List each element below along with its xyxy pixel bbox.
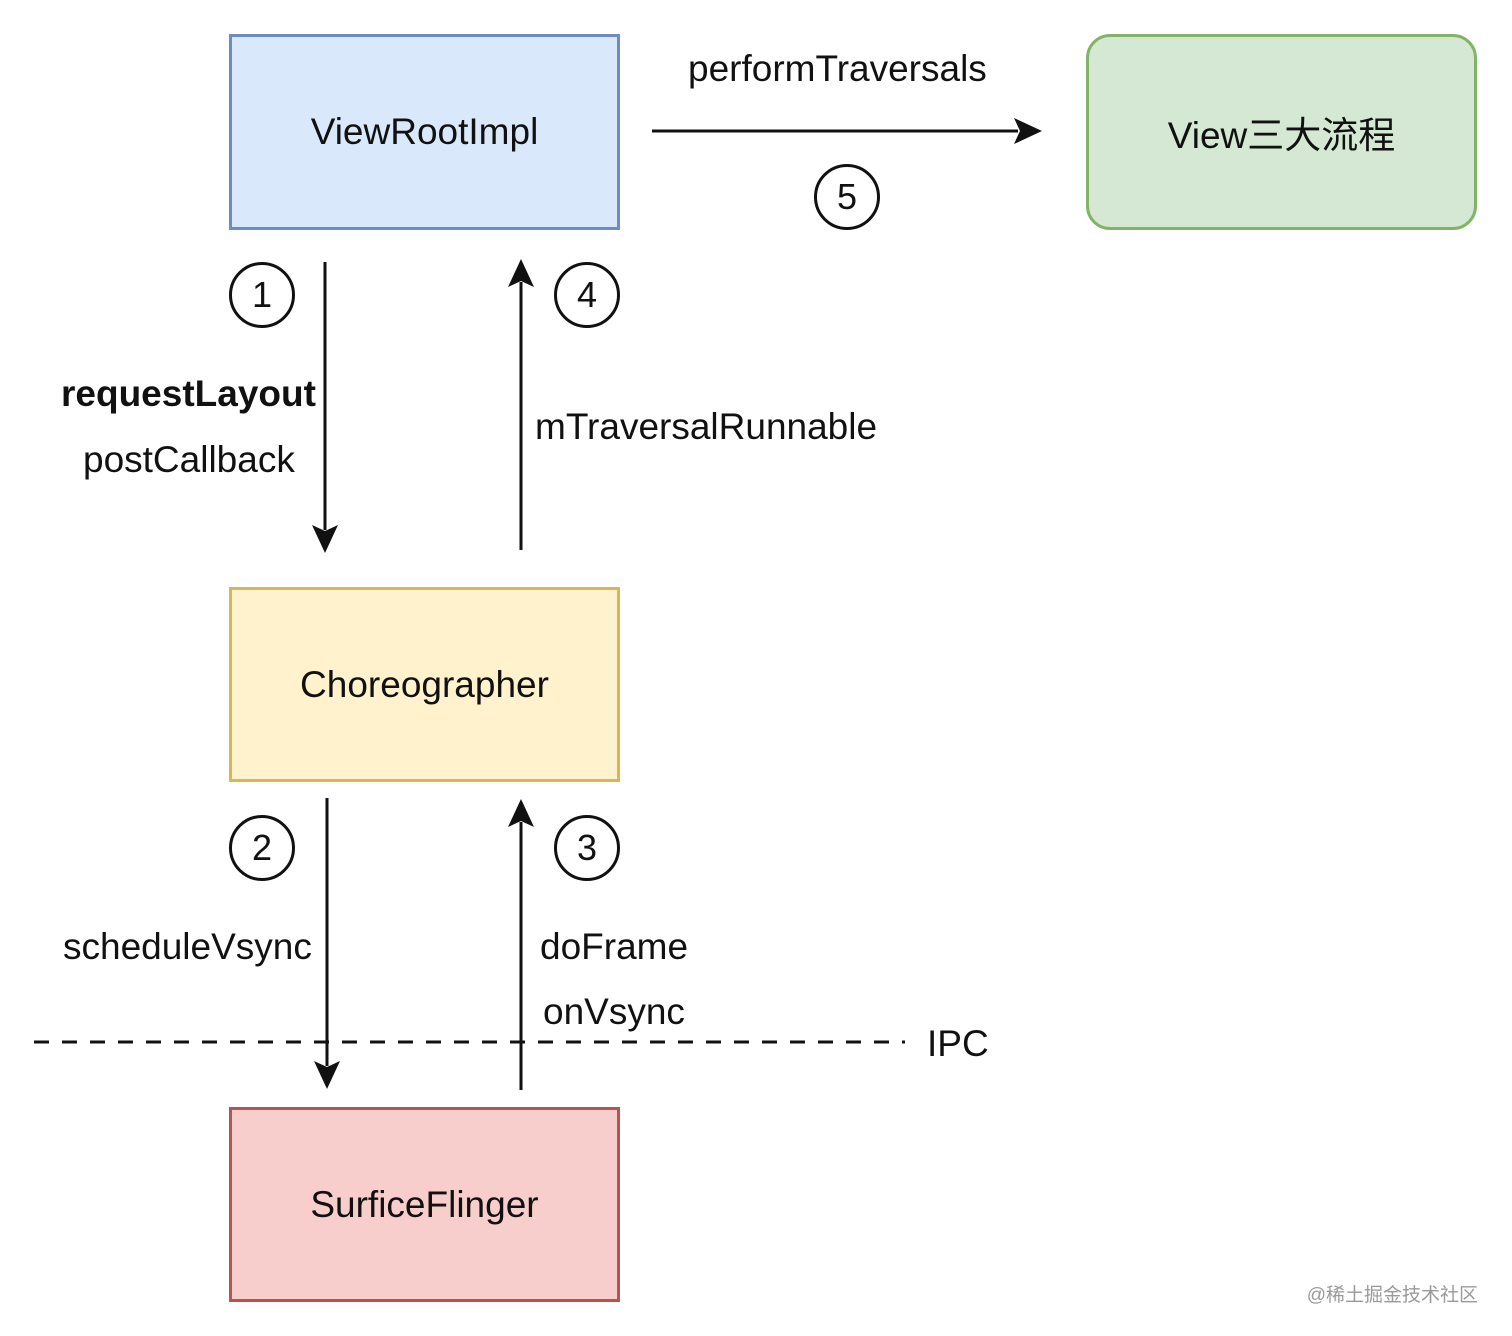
view-three-processes-label: View三大流程: [1167, 115, 1396, 156]
choreographer-node[interactable]: Choreographer: [229, 587, 620, 782]
step-4-marker: 4: [554, 262, 620, 328]
surface-flinger-node[interactable]: SurficeFlinger: [229, 1107, 620, 1302]
surface-flinger-label: SurficeFlinger: [310, 1183, 539, 1225]
step-1-marker: 1: [229, 262, 295, 328]
post-callback-label: postCallback: [83, 439, 295, 480]
view-root-impl-node[interactable]: ViewRootImpl: [229, 34, 620, 230]
edge-traversal-runnable: [508, 259, 534, 550]
edge-perform-traversals: [652, 118, 1042, 144]
traversal-runnable-label: mTraversalRunnable: [535, 406, 878, 447]
edge-schedule-vsync: [314, 798, 340, 1089]
perform-traversals-label: performTraversals: [688, 48, 987, 89]
on-vsync-label: onVsync: [543, 991, 685, 1032]
step-3-marker: 3: [554, 815, 620, 881]
schedule-vsync-label: scheduleVsync: [63, 926, 312, 967]
step-5-marker: 5: [814, 164, 880, 230]
edge-on-vsync: [508, 799, 534, 1090]
edge-request-layout: [312, 262, 338, 553]
choreographer-label: Choreographer: [300, 663, 549, 705]
ipc-label: IPC: [927, 1023, 989, 1064]
step-2-marker: 2: [229, 815, 295, 881]
watermark: @稀土掘金技术社区: [1306, 1285, 1478, 1306]
view-root-impl-label: ViewRootImpl: [310, 111, 539, 152]
do-frame-label: doFrame: [540, 926, 689, 967]
view-three-processes-node[interactable]: View三大流程: [1086, 34, 1477, 230]
request-layout-label: requestLayout: [61, 373, 316, 414]
